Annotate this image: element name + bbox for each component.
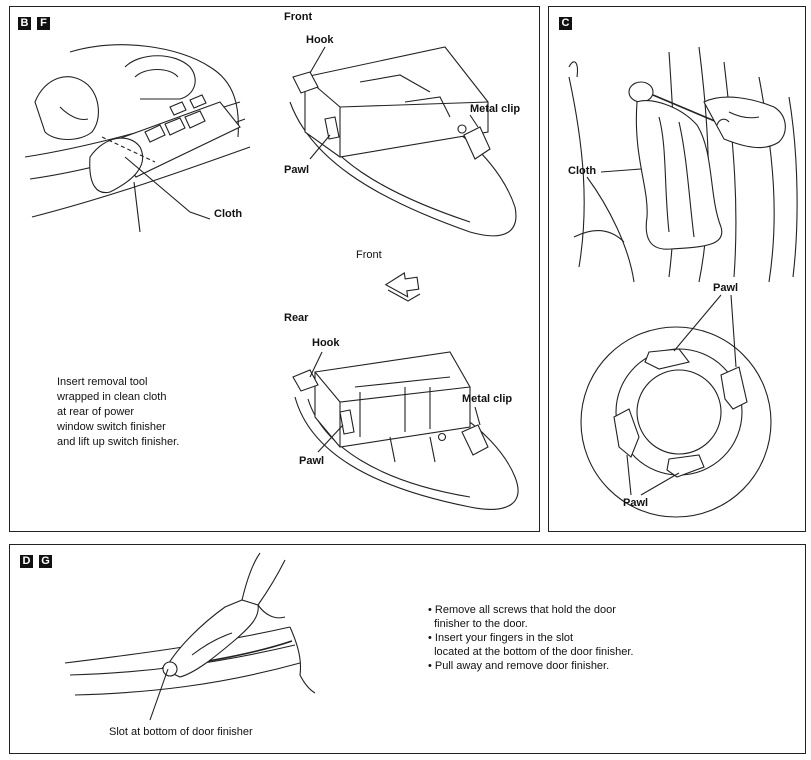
badge-f: F — [37, 17, 50, 30]
front-arrow-icon — [384, 272, 421, 302]
label-pawl-top: Pawl — [713, 282, 739, 294]
bf-leader-lines — [309, 46, 481, 453]
instruction-line: Insert removal tool — [57, 376, 148, 388]
panel-c: C — [548, 6, 806, 532]
label-pawl-bottom: Pawl — [623, 497, 649, 509]
label-hook-rear: Hook — [312, 337, 340, 349]
label-pawl-front: Pawl — [284, 164, 310, 176]
cloth-leader-line — [600, 168, 642, 173]
list-item: • Pull away and remove door finisher. — [428, 660, 610, 672]
badge-c: C — [559, 17, 572, 30]
instruction-text: Insert removal tool wrapped in clean clo… — [57, 375, 179, 450]
door-trim-illustration — [24, 44, 251, 233]
label-pawl-rear: Pawl — [299, 455, 325, 467]
label-slot: Slot at bottom of door finisher — [109, 726, 253, 738]
instruction-line: window switch finisher — [57, 421, 166, 433]
label-front-arrow: Front — [356, 249, 382, 261]
label-rear-title: Rear — [284, 312, 309, 324]
rear-switch-finisher-illustration — [292, 351, 519, 510]
list-item: • Remove all screws that hold the door — [428, 604, 616, 616]
instruction-line: at rear of power — [57, 406, 135, 418]
list-item: • Insert your fingers in the slot — [428, 632, 574, 644]
removal-steps-list: • Remove all screws that hold the door f… — [428, 603, 633, 673]
label-hook-front: Hook — [306, 34, 334, 46]
instruction-line: and lift up switch finisher. — [57, 436, 180, 448]
list-item: finisher to the door. — [428, 618, 528, 630]
label-cloth-bf: Cloth — [214, 208, 243, 220]
door-finisher-slot-illustration — [64, 552, 316, 721]
panel-dg: D G Slot at bottom of door finisher • Re… — [9, 544, 806, 754]
label-metal-clip-rear: Metal clip — [462, 393, 513, 405]
clip-pawl-illustration — [580, 294, 772, 518]
label-cloth-c: Cloth — [568, 165, 597, 177]
front-switch-finisher-illustration — [289, 46, 517, 237]
badge-d: D — [20, 555, 33, 568]
badge-g: G — [39, 555, 52, 568]
dg-illustration — [64, 552, 316, 721]
label-front-title: Front — [284, 11, 313, 23]
label-metal-clip-front: Metal clip — [470, 103, 521, 115]
badge-b: B — [18, 17, 31, 30]
bf-illustrations — [24, 44, 519, 510]
cloth-removal-illustration — [568, 46, 798, 283]
list-item: located at the bottom of the door finish… — [428, 646, 634, 658]
c-illustrations — [568, 46, 798, 518]
instruction-line: wrapped in clean cloth — [57, 391, 167, 403]
panel-bf: B F — [9, 6, 540, 532]
